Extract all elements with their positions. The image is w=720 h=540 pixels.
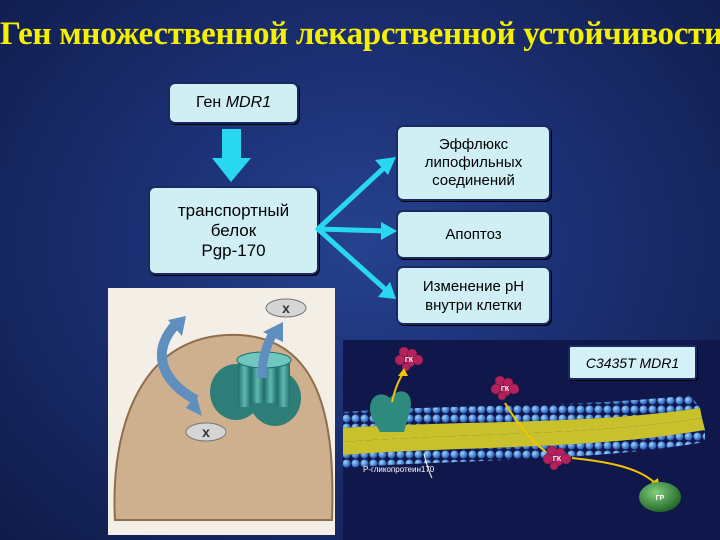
gene-name: MDR1 <box>225 94 272 111</box>
efflux-line-2: липофильных <box>424 154 523 171</box>
apoptosis-box: Апоптоз <box>396 210 551 259</box>
efflux-line-3: соединений <box>432 172 515 189</box>
cell-image <box>108 288 335 535</box>
ph-change-box: Изменение рН внутри клетки <box>396 266 551 325</box>
efflux-box: Эффлюкс липофильных соединений <box>396 125 551 201</box>
transport-protein-box: транспортный белок Pgp-170 <box>148 186 319 275</box>
snp-label: C3435T MDR1 <box>585 354 680 371</box>
ph-line-1: Изменение рН <box>422 277 525 295</box>
gk-label-1: ГК <box>405 357 414 364</box>
gene-prefix: Ген <box>195 94 226 111</box>
gk-label-2: ГК <box>501 386 510 393</box>
gk-label-3: ГК <box>553 456 562 463</box>
transport-line-3: Pgp-170 <box>201 240 266 260</box>
fan-arrows <box>315 163 389 293</box>
cell-marker-top: x <box>282 300 290 316</box>
snp-box: C3435T MDR1 <box>568 345 697 380</box>
transport-line-1: транспортный <box>177 200 290 220</box>
transport-line-2: белок <box>210 220 257 240</box>
pgp-label: Р-гликопротеин170 <box>363 465 435 474</box>
gr-label: ГР <box>656 495 665 502</box>
cell-marker-bottom: x <box>202 424 210 440</box>
down-arrow <box>212 129 251 182</box>
efflux-line-1: Эффлюкс <box>438 136 509 153</box>
fan-arrowheads <box>375 157 397 299</box>
apoptosis-label: Апоптоз <box>445 226 502 243</box>
ph-line-2: внутри клетки <box>425 296 522 314</box>
slide-title: Ген множественной лекарственной устойчив… <box>0 16 720 52</box>
gene-mdr1-box: Ген MDR1 <box>168 82 299 124</box>
